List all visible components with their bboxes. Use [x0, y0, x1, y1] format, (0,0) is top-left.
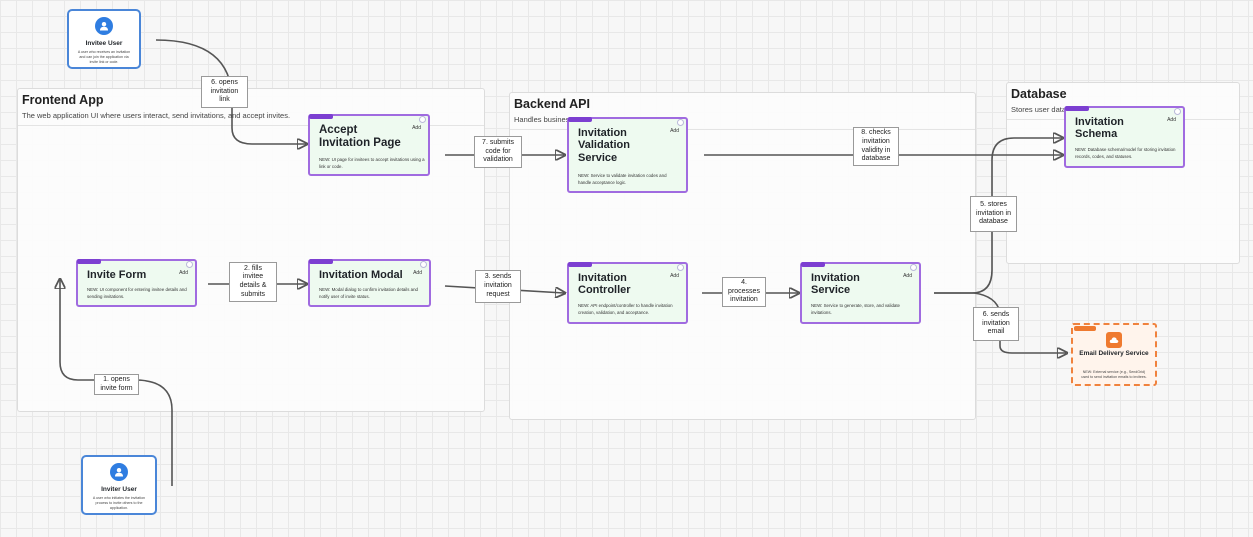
cloud-icon — [1106, 332, 1122, 348]
component-badge — [568, 117, 592, 122]
connector-dot[interactable] — [910, 264, 917, 271]
edge-label-fills-invitee-details[interactable]: 2. fills invitee details & submits — [229, 262, 277, 302]
add-button[interactable]: Add — [903, 273, 912, 279]
node-invitation-service[interactable]: Invitation Service Add NEW: Service to g… — [800, 262, 921, 324]
group-description: Handles business — [514, 115, 574, 124]
group-title: Database — [1011, 87, 1067, 101]
edge-label-sends-invitation-email[interactable]: 6. sends invitation email — [973, 307, 1019, 341]
node-invitee-user[interactable]: Invitee User A user who receives an invi… — [67, 9, 141, 69]
node-description: A user who initiates the invitation proc… — [92, 496, 146, 511]
edge-label-checks-validity[interactable]: 8. checks invitation validity in databas… — [853, 127, 899, 166]
edge-label-opens-invite-form[interactable]: 1. opens invite form — [94, 374, 139, 395]
edge-label-opens-invitation-link[interactable]: 6. opens invitation link — [201, 76, 248, 108]
component-badge — [309, 259, 333, 264]
group-title: Frontend App — [22, 93, 104, 107]
component-badge — [568, 262, 592, 267]
edge-label-processes-invitation[interactable]: 4. processes invitation — [722, 277, 766, 307]
node-invite-form[interactable]: Invite Form Add NEW: UI component for en… — [76, 259, 197, 307]
group-title: Backend API — [514, 97, 590, 111]
node-title: Invitation Controller — [578, 272, 631, 297]
add-button[interactable]: Add — [413, 270, 422, 276]
node-title: Email Delivery Service — [1079, 350, 1149, 357]
edge-label-sends-invitation-request[interactable]: 3. sends invitation request — [475, 270, 521, 303]
node-invitation-modal[interactable]: Invitation Modal Add NEW: Modal dialog t… — [308, 259, 431, 307]
node-title: Invitation Schema — [1075, 116, 1124, 141]
node-description: A user who receives an invitation and ca… — [77, 50, 131, 65]
component-badge — [801, 262, 825, 267]
node-description: NEW: UI page for invitees to accept invi… — [319, 157, 425, 169]
connector-dot[interactable] — [677, 264, 684, 271]
node-title: Inviter User — [101, 486, 137, 493]
component-badge — [309, 114, 333, 119]
component-badge — [1065, 106, 1089, 111]
user-icon — [95, 17, 113, 35]
node-title: Invite Form — [87, 269, 147, 281]
node-invitation-schema[interactable]: Invitation Schema Add NEW: Database sche… — [1064, 106, 1185, 168]
edge-label-submits-code[interactable]: 7. submits code for validation — [474, 136, 522, 168]
node-invitation-validation-service[interactable]: Invitation Validation Service Add NEW: S… — [567, 117, 688, 193]
node-inviter-user[interactable]: Inviter User A user who initiates the in… — [81, 455, 157, 515]
node-description: NEW: Service to validate invitation code… — [578, 173, 667, 185]
node-title: Accept Invitation Page — [319, 124, 401, 149]
node-description: NEW: Service to generate, store, and val… — [811, 303, 900, 315]
edge-label-stores-invitation[interactable]: 5. stores invitation in database — [970, 196, 1017, 232]
node-description: NEW: Modal dialog to confirm invitation … — [319, 287, 419, 299]
add-button[interactable]: Add — [670, 128, 679, 134]
node-description: NEW: External service (e.g., SendGrid) u… — [1081, 370, 1147, 380]
node-title: Invitation Modal — [319, 269, 403, 281]
node-title: Invitation Service — [811, 272, 860, 297]
external-badge — [1074, 326, 1096, 331]
node-title: Invitation Validation Service — [578, 127, 630, 164]
node-description: NEW: UI component for entering invitee d… — [87, 287, 187, 299]
connector-dot[interactable] — [420, 261, 427, 268]
add-button[interactable]: Add — [1167, 117, 1176, 123]
group-divider — [510, 129, 975, 130]
connector-dot[interactable] — [677, 119, 684, 126]
node-invitation-controller[interactable]: Invitation Controller Add NEW: API endpo… — [567, 262, 688, 324]
connector-dot[interactable] — [1174, 108, 1181, 115]
node-accept-invitation-page[interactable]: Accept Invitation Page Add NEW: UI page … — [308, 114, 430, 176]
node-email-delivery-service[interactable]: Email Delivery Service NEW: External ser… — [1071, 323, 1157, 386]
connector-dot[interactable] — [419, 116, 426, 123]
add-button[interactable]: Add — [412, 125, 421, 131]
group-description: The web application UI where users inter… — [22, 111, 291, 120]
group-divider — [18, 125, 484, 126]
add-button[interactable]: Add — [179, 270, 188, 276]
node-description: NEW: API endpoint/controller to handle i… — [578, 303, 673, 315]
add-button[interactable]: Add — [670, 273, 679, 279]
user-icon — [110, 463, 128, 481]
group-description: Stores user data, — [1011, 105, 1069, 114]
connector-dot[interactable] — [186, 261, 193, 268]
component-badge — [77, 259, 101, 264]
node-title: Invitee User — [85, 40, 123, 47]
node-description: NEW: Database schema/model for storing i… — [1075, 147, 1176, 159]
